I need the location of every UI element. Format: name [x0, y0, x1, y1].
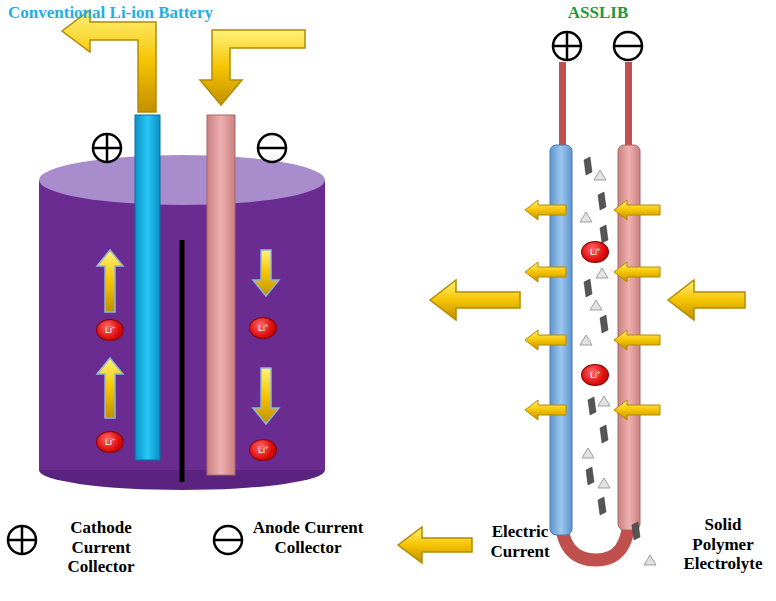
panel-title: Conventional Li-ion Battery [8, 3, 213, 23]
ion-label: Li⁺ [105, 326, 115, 335]
cathode-rod [135, 115, 160, 460]
li-ion-circle: Li⁺ [96, 319, 124, 341]
ion-label: Li⁺ [105, 438, 115, 447]
li-ion-circle: Li⁺ [249, 317, 277, 339]
anode-rod [207, 115, 235, 475]
legend-text: Electric Current [478, 522, 562, 561]
li-ion-circle: Li⁺ [581, 364, 609, 386]
li-ion-circle: Li⁺ [249, 439, 277, 461]
legend-text: Solid Polymer Electrolyte [672, 515, 774, 574]
legend-text: Anode Current Collector [252, 518, 364, 557]
legend-text: Cathode Current Collector [45, 518, 157, 577]
panel-title: ASSLIB [568, 3, 628, 23]
conventional-cell [39, 10, 325, 490]
ion-label: Li⁺ [258, 446, 268, 455]
separator [180, 240, 185, 482]
ion-label: Li⁺ [590, 248, 600, 257]
ion-label: Li⁺ [258, 324, 268, 333]
li-ion-circle: Li⁺ [96, 431, 124, 453]
li-ion-circle: Li⁺ [581, 241, 609, 263]
asslib-cell [430, 32, 745, 560]
ion-label: Li⁺ [590, 371, 600, 380]
solid-electrolyte-particles [580, 157, 610, 515]
